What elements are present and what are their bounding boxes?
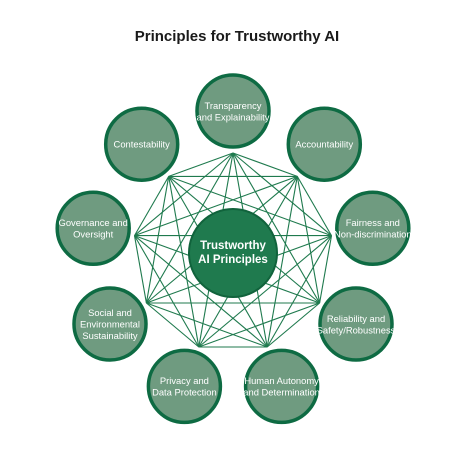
connector-line xyxy=(266,176,298,348)
principle-node-accountability: Accountability xyxy=(286,106,363,182)
principle-label-line: Non-discrimination xyxy=(334,229,412,240)
principle-label-line: Oversight xyxy=(73,229,114,240)
principle-circle xyxy=(103,106,180,182)
connector-line xyxy=(266,302,320,348)
principle-label-line: Human Autonomy xyxy=(244,375,319,386)
connector-line xyxy=(232,152,321,304)
connector-line xyxy=(168,175,332,237)
connector-line xyxy=(296,176,321,304)
principle-label-line: Data Protection xyxy=(152,387,217,398)
principle-label-line: Privacy and xyxy=(160,375,209,386)
diagram-title: Principles for Trustworthy AI xyxy=(134,28,340,45)
connector-line xyxy=(146,302,200,348)
principle-label-line: and Determination xyxy=(243,387,320,398)
principle-circle xyxy=(335,190,411,267)
center-label-line: Trustworthy xyxy=(200,240,266,252)
center-node: Trustworthy AI Principles xyxy=(188,208,278,298)
principle-label-line: Transparency xyxy=(205,100,262,111)
connector-line xyxy=(146,302,268,348)
connector-line xyxy=(134,176,170,236)
connector-line xyxy=(232,152,298,177)
principle-label-line: Sustainability xyxy=(82,330,138,341)
connector-line xyxy=(134,152,234,237)
connector-line xyxy=(198,235,332,348)
principle-node-contestability: Contestability xyxy=(103,106,180,182)
principle-label: Accountability xyxy=(295,139,353,150)
principle-circle xyxy=(146,348,223,425)
connector-line xyxy=(134,175,298,237)
connector-line xyxy=(168,176,200,348)
principle-circle xyxy=(318,286,394,362)
principle-label-line: Social and xyxy=(88,307,132,318)
connector-line xyxy=(134,235,200,348)
connector-line xyxy=(134,235,268,348)
principle-circle xyxy=(286,106,363,182)
principle-label-line: and Explainability xyxy=(197,111,270,122)
principle-label-line: Contestability xyxy=(114,139,171,150)
principle-label-line: Safety/Robustness xyxy=(317,324,396,335)
connector-line xyxy=(168,152,234,177)
principle-label-line: Fairness and xyxy=(346,217,400,228)
connector-line xyxy=(145,152,234,304)
principle-label-line: Environmental xyxy=(80,319,140,330)
connector-line xyxy=(266,235,332,348)
principle-label-line: Governance and xyxy=(59,217,128,228)
connector-line xyxy=(232,152,332,237)
center-circle xyxy=(188,208,278,298)
principle-circle xyxy=(195,73,271,149)
center-label: Trustworthy AI Principles xyxy=(198,240,268,266)
principle-label-line: Reliability and xyxy=(327,313,385,324)
principle-label-line: Accountability xyxy=(295,139,353,150)
connector-line xyxy=(296,176,332,236)
principle-circle xyxy=(72,286,148,362)
connector-line xyxy=(198,302,320,348)
principle-label: Contestability xyxy=(114,139,171,150)
connector-line xyxy=(319,235,333,304)
principle-circle xyxy=(243,348,320,425)
center-label-line: AI Principles xyxy=(198,254,268,266)
principle-circle xyxy=(55,190,131,267)
connector-line xyxy=(133,235,147,304)
connector-line xyxy=(145,176,170,304)
